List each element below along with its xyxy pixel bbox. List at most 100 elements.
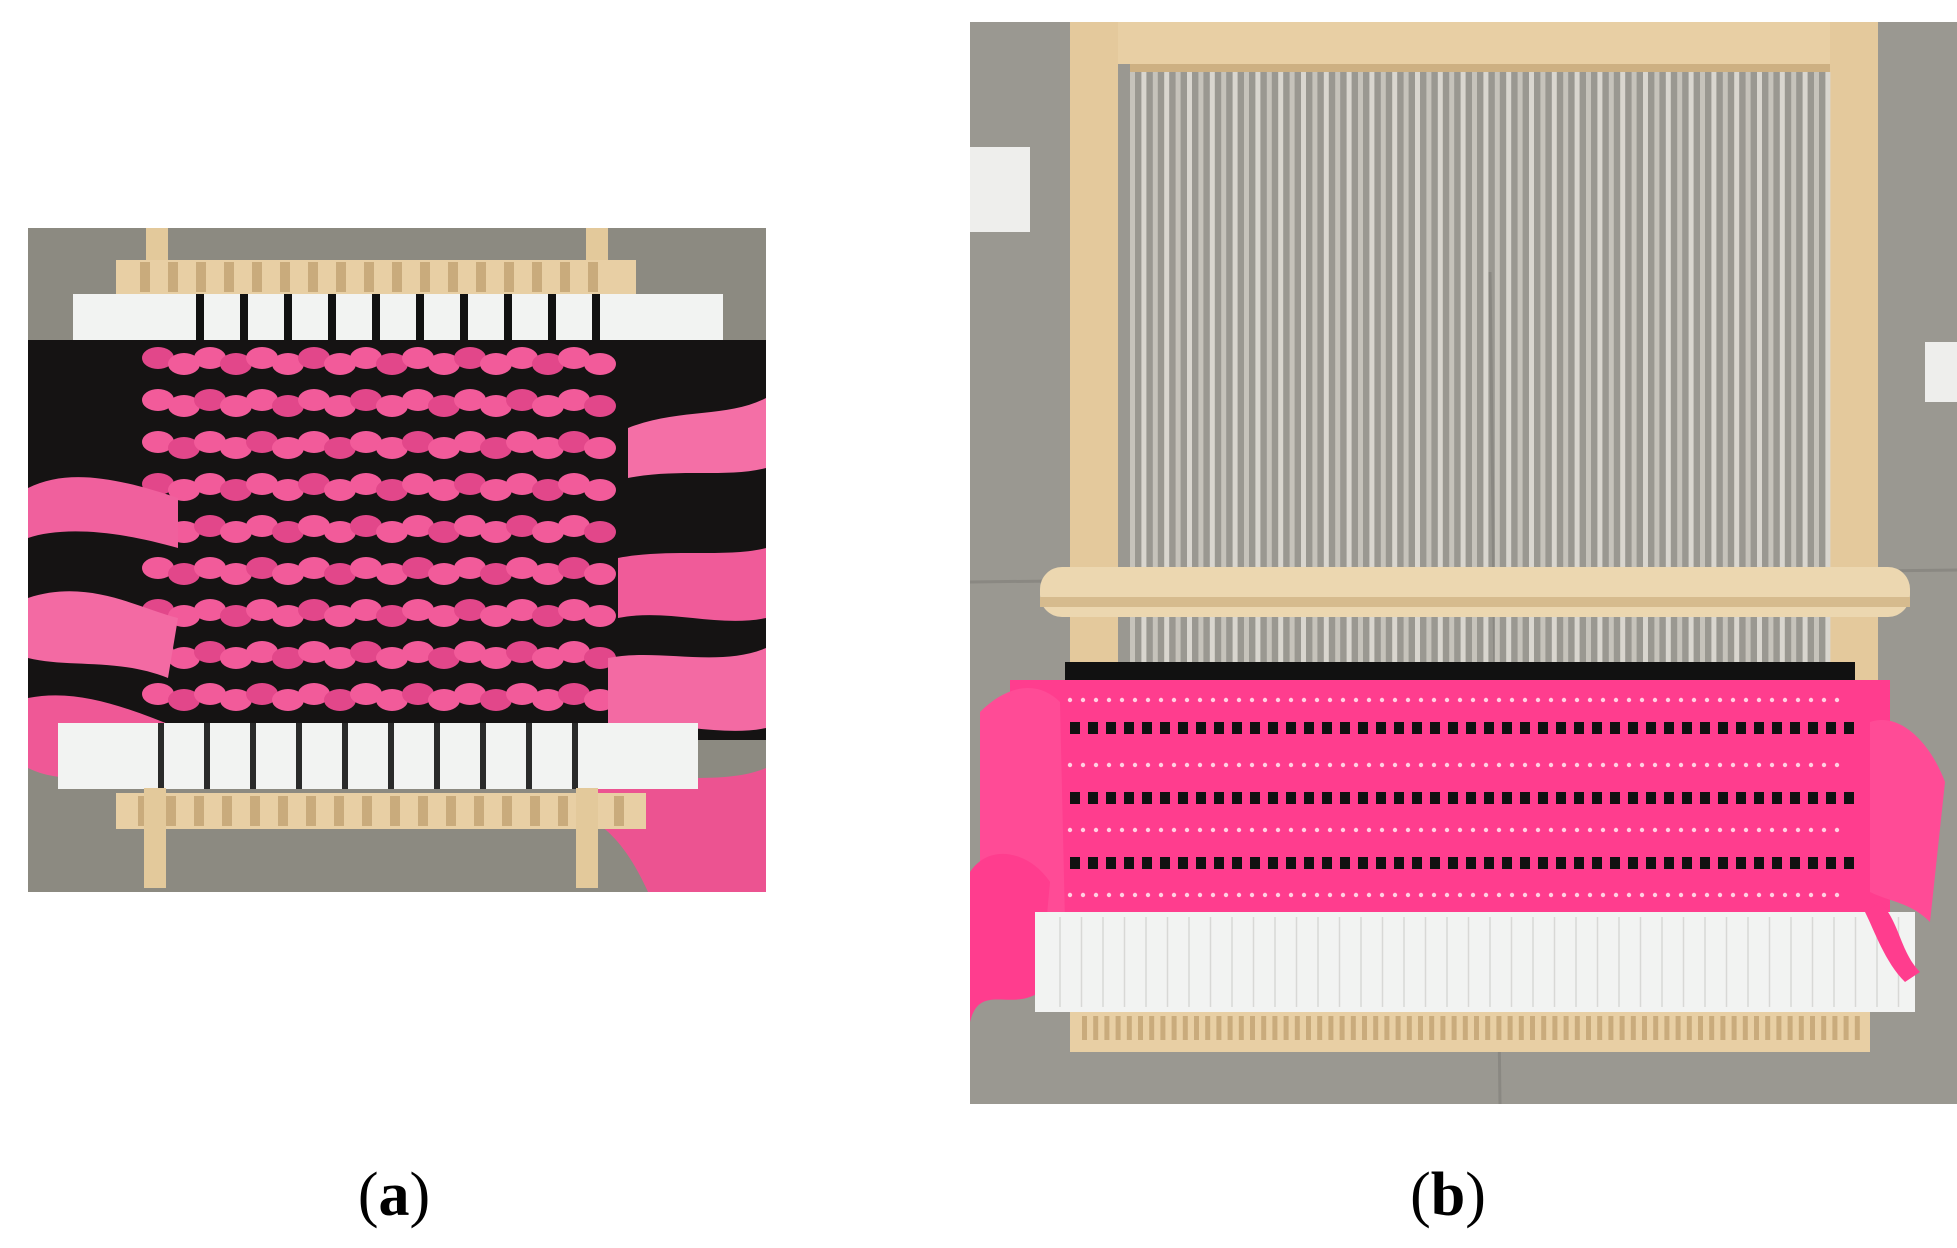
weft-dash <box>1214 857 1224 869</box>
warp-thread <box>1779 72 1785 672</box>
weft-dot <box>1782 697 1788 703</box>
weft-bump <box>324 605 356 627</box>
warp-thread <box>1335 72 1341 672</box>
weft-dash <box>1592 857 1602 869</box>
frame-tooth <box>1798 1016 1804 1040</box>
weft-bump <box>506 515 538 537</box>
frame-tooth <box>1507 1016 1513 1040</box>
weft-dot <box>1730 697 1736 703</box>
weft-dot <box>1080 762 1086 768</box>
weft-dot <box>1327 892 1333 898</box>
frame-tooth <box>1350 1016 1356 1040</box>
weft-bump <box>246 431 278 453</box>
weft-dot <box>1067 762 1073 768</box>
weft-dash <box>1448 792 1458 804</box>
weft-bump <box>428 437 460 459</box>
warp-thread <box>1415 72 1420 672</box>
weft-dash <box>1754 722 1764 734</box>
weft-dot <box>1561 827 1567 833</box>
weft-dash <box>1646 857 1656 869</box>
frame-tooth <box>1496 1016 1502 1040</box>
weft-bump <box>376 479 408 501</box>
weft-dot <box>1431 892 1437 898</box>
weft-dot <box>1171 762 1177 768</box>
weft-bump <box>220 395 252 417</box>
weft-bump <box>272 647 304 669</box>
weft-bump <box>558 515 590 537</box>
weft-dot <box>1522 762 1528 768</box>
weft-dash <box>1214 722 1224 734</box>
weft-dot <box>1808 892 1814 898</box>
warp-thread <box>592 294 600 344</box>
weft-dot <box>1327 697 1333 703</box>
weft-dash <box>1106 792 1116 804</box>
weft-bump <box>480 395 512 417</box>
weft-dot <box>1314 892 1320 898</box>
weft-dot <box>1574 892 1580 898</box>
frame-tooth <box>614 796 624 826</box>
weft-dot <box>1093 892 1099 898</box>
warp-thread <box>1152 72 1158 672</box>
warp-thread <box>1380 72 1386 672</box>
frame-tooth <box>1754 1016 1759 1040</box>
warp-thread <box>1141 72 1147 672</box>
weft-dot <box>1561 697 1567 703</box>
weft-bump <box>402 641 434 663</box>
warp-thread <box>1825 72 1831 672</box>
weft-dot <box>1249 762 1255 768</box>
warp-thread <box>1802 72 1808 672</box>
weft-dot <box>1665 697 1671 703</box>
weft-bump <box>428 563 460 585</box>
weft-dash <box>1772 857 1782 869</box>
weft-dash <box>1124 857 1134 869</box>
weft-bump <box>246 347 278 369</box>
warp-thread <box>1358 72 1363 672</box>
weft-dot <box>1626 892 1632 898</box>
warp-thread <box>342 723 348 789</box>
weft-dot <box>1743 762 1749 768</box>
weft-dash <box>1718 792 1728 804</box>
frame-tooth <box>252 262 262 292</box>
caption-b-close: ) <box>1465 1161 1486 1229</box>
weft-dot <box>1223 762 1229 768</box>
weft-dash <box>1790 857 1800 869</box>
warp-thread <box>1255 72 1261 672</box>
warp-thread <box>296 723 302 789</box>
warp-thread <box>1472 72 1477 672</box>
caption-b: (b) <box>1348 1160 1548 1231</box>
weft-dot <box>1444 762 1450 768</box>
weft-dash <box>1322 792 1332 804</box>
weft-dot <box>1587 697 1593 703</box>
weft-dash <box>1682 857 1692 869</box>
weft-dash <box>1520 792 1530 804</box>
weft-bump <box>324 353 356 375</box>
weft-dash <box>1286 857 1296 869</box>
weft-bump <box>246 641 278 663</box>
warp-thread <box>1540 72 1546 672</box>
weft-bump <box>246 389 278 411</box>
weft-bump <box>272 521 304 543</box>
warp-thread <box>250 723 256 789</box>
weft-dash <box>1196 792 1206 804</box>
frame-tooth <box>1328 1016 1334 1040</box>
weft-bump <box>272 395 304 417</box>
weft-dot <box>1821 827 1827 833</box>
weft-bump <box>402 431 434 453</box>
weft-bump <box>272 353 304 375</box>
weft-dash <box>1718 722 1728 734</box>
weft-dot <box>1379 762 1385 768</box>
weft-dot <box>1223 697 1229 703</box>
weft-bump <box>272 437 304 459</box>
weft-bump <box>532 437 564 459</box>
weft-bump <box>168 353 200 375</box>
frame-tooth <box>1664 1016 1670 1040</box>
weft-dot <box>1665 892 1671 898</box>
warp-thread <box>434 723 440 789</box>
frame-tooth <box>1586 1016 1591 1040</box>
weft-dot <box>1275 697 1281 703</box>
frame-tooth <box>1272 1016 1278 1040</box>
frame-tooth <box>1283 1016 1289 1040</box>
weft-dash <box>1574 792 1584 804</box>
weft-dot <box>1704 762 1710 768</box>
weft-dash <box>1574 857 1584 869</box>
